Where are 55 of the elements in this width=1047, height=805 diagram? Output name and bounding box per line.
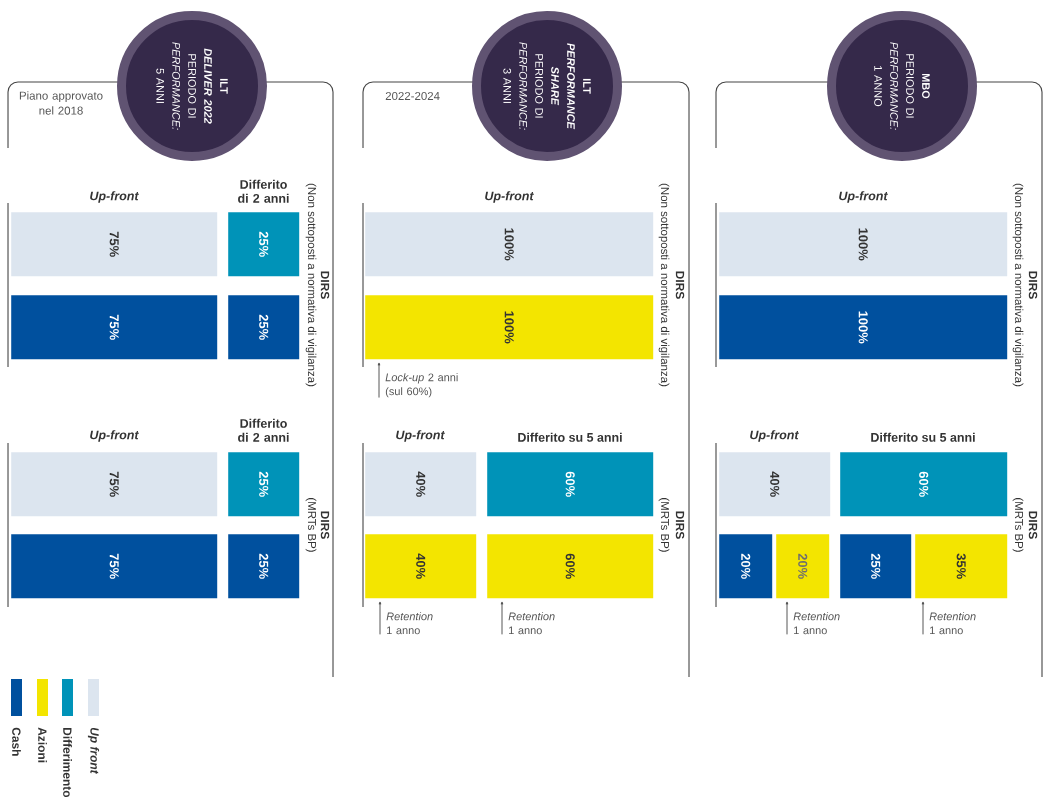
share-bar: 75% — [11, 295, 218, 360]
annotation-text: Retention 1 anno — [929, 612, 976, 635]
share-bar: 75% — [11, 452, 218, 517]
share-bar: 60% — [487, 534, 654, 599]
share-bar: 40% — [719, 452, 831, 517]
share-bar: 25% — [840, 534, 912, 599]
share-bar: 100% — [365, 295, 654, 360]
row-group-label: DIRS — [320, 271, 330, 299]
row-group-note: (Non sottoposti a normativa di vigilanza) — [658, 183, 670, 387]
leader-arrow — [921, 601, 925, 635]
leader-arrow — [378, 601, 382, 635]
column-header: Up-front — [485, 191, 534, 203]
row-group-note: (MRTs BP) — [305, 498, 317, 552]
share-bar: 40% — [365, 534, 477, 599]
legend-label: Up front — [87, 727, 100, 775]
column-header: Up-front — [90, 191, 139, 203]
row-group-label: DIRS — [675, 271, 685, 299]
share-bar: 25% — [228, 212, 300, 277]
leader-arrow — [500, 601, 504, 635]
row-group-label: DIRS — [1028, 511, 1038, 539]
column-header: Differito di 2 anni — [238, 179, 289, 203]
row-group-note: (Non sottoposti a normativa di vigilanza) — [1012, 183, 1024, 387]
annotation-text: Retention 1 anno — [793, 612, 840, 635]
note-text: 2022-2024 — [385, 91, 440, 101]
row-group-note: (MRTs BP) — [658, 498, 670, 552]
share-bar: 100% — [719, 295, 1008, 360]
share-bar: 25% — [228, 452, 300, 517]
row-group-label: DIRS — [1028, 271, 1038, 299]
legend-label: Azioni — [38, 727, 47, 763]
share-bar: 20% — [776, 534, 830, 599]
note-text: Piano approvato nel 2018 — [19, 91, 103, 115]
legend-label: Differimento — [63, 728, 72, 798]
row-group-note: (MRTs BP) — [1012, 498, 1024, 552]
share-bar: 60% — [840, 452, 1008, 517]
annotation-text: Retention 1 anno — [386, 612, 433, 635]
share-bar: 100% — [719, 212, 1008, 277]
share-bar: 100% — [365, 212, 654, 277]
leader-arrow — [377, 362, 381, 398]
share-bar: 25% — [228, 534, 300, 599]
share-bar: 60% — [487, 452, 654, 517]
share-bar: 25% — [228, 295, 300, 360]
column-header: Up-front — [839, 191, 888, 203]
share-bar: 40% — [365, 452, 477, 517]
annotation-text: Retention 1 anno — [508, 612, 555, 635]
row-group-note: (Non sottoposti a normativa di vigilanza) — [305, 183, 317, 387]
share-bar: 20% — [719, 534, 773, 599]
share-bar: 35% — [915, 534, 1008, 599]
share-bar: 75% — [11, 534, 218, 599]
column-header: Differito di 2 anni — [238, 418, 289, 442]
annotation-text: Lock-up 2 anni (sul 60%) — [385, 373, 458, 398]
row-group-label: DIRS — [320, 511, 330, 539]
leader-arrow — [785, 601, 789, 635]
legend-label: Cash — [12, 727, 21, 756]
share-bar: 75% — [11, 212, 218, 277]
row-group-label: DIRS — [675, 511, 685, 539]
